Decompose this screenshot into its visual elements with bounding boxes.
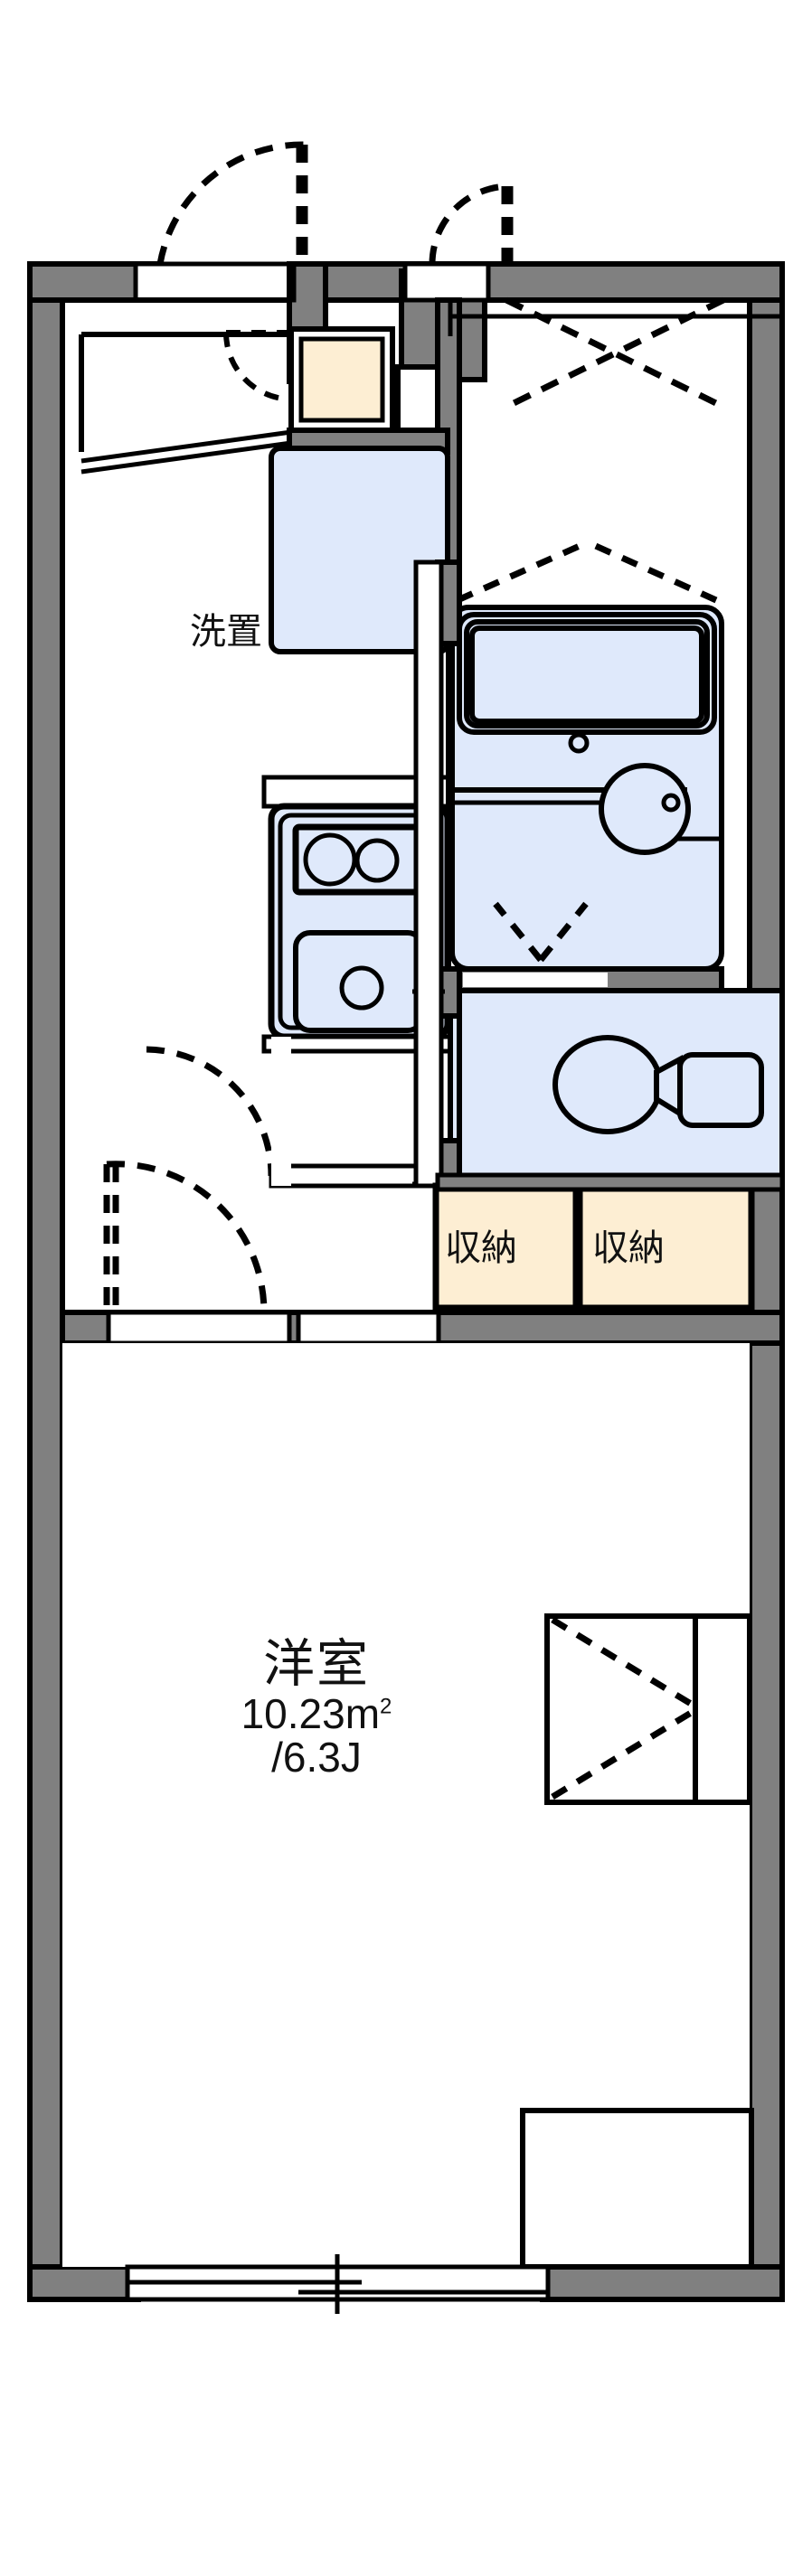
room-door-swing	[103, 1161, 268, 1313]
hall-outline	[79, 332, 289, 452]
main-room-area-value: 10.23m	[241, 1689, 381, 1737]
square-unit-sup: 2	[380, 1694, 392, 1719]
closet-top-wall	[435, 1172, 785, 1192]
room-closet	[544, 1613, 752, 1805]
shoe-box	[288, 326, 395, 433]
bath-vent-hatch	[505, 296, 725, 410]
balcony-window[interactable]	[125, 2254, 551, 2314]
toilet-tank	[677, 1052, 764, 1128]
main-room-area: 10.23m2	[163, 1692, 470, 1735]
unit-bath	[449, 605, 724, 972]
genkan-step-edge	[80, 429, 292, 475]
secondary-door-swing	[429, 183, 514, 265]
closet-left-label: 収納	[445, 1227, 517, 1269]
bath-toilet-divider	[448, 966, 724, 993]
kitchen-partition-lower	[261, 1034, 455, 1189]
bath-door-swing	[456, 539, 718, 963]
main-room-tatami: /6.3J	[271, 1734, 362, 1782]
washer-space	[269, 446, 450, 654]
room-divider-wall	[60, 1310, 785, 1346]
closet-right-label: 収納	[592, 1227, 665, 1269]
genkan-walls	[62, 264, 292, 303]
room-alcove	[520, 2108, 754, 2270]
bath-sink	[599, 763, 691, 855]
toilet-room	[448, 988, 785, 1183]
toilet	[552, 1035, 663, 1134]
closet-left	[432, 1182, 580, 1312]
main-room-name: 洋室	[263, 1634, 370, 1694]
detail-lines	[448, 300, 785, 336]
entrance-door-swing	[156, 141, 308, 265]
corridor-wall	[413, 559, 444, 1189]
main-room-label: 洋室 10.23m2 /6.3J	[163, 1634, 470, 1782]
kitchen-unit	[261, 775, 455, 1040]
washer-space-label: 洗置	[190, 611, 262, 653]
shoe-box-door-swing	[223, 330, 294, 402]
closet-right	[576, 1182, 755, 1312]
entrance-door[interactable]	[133, 261, 491, 303]
